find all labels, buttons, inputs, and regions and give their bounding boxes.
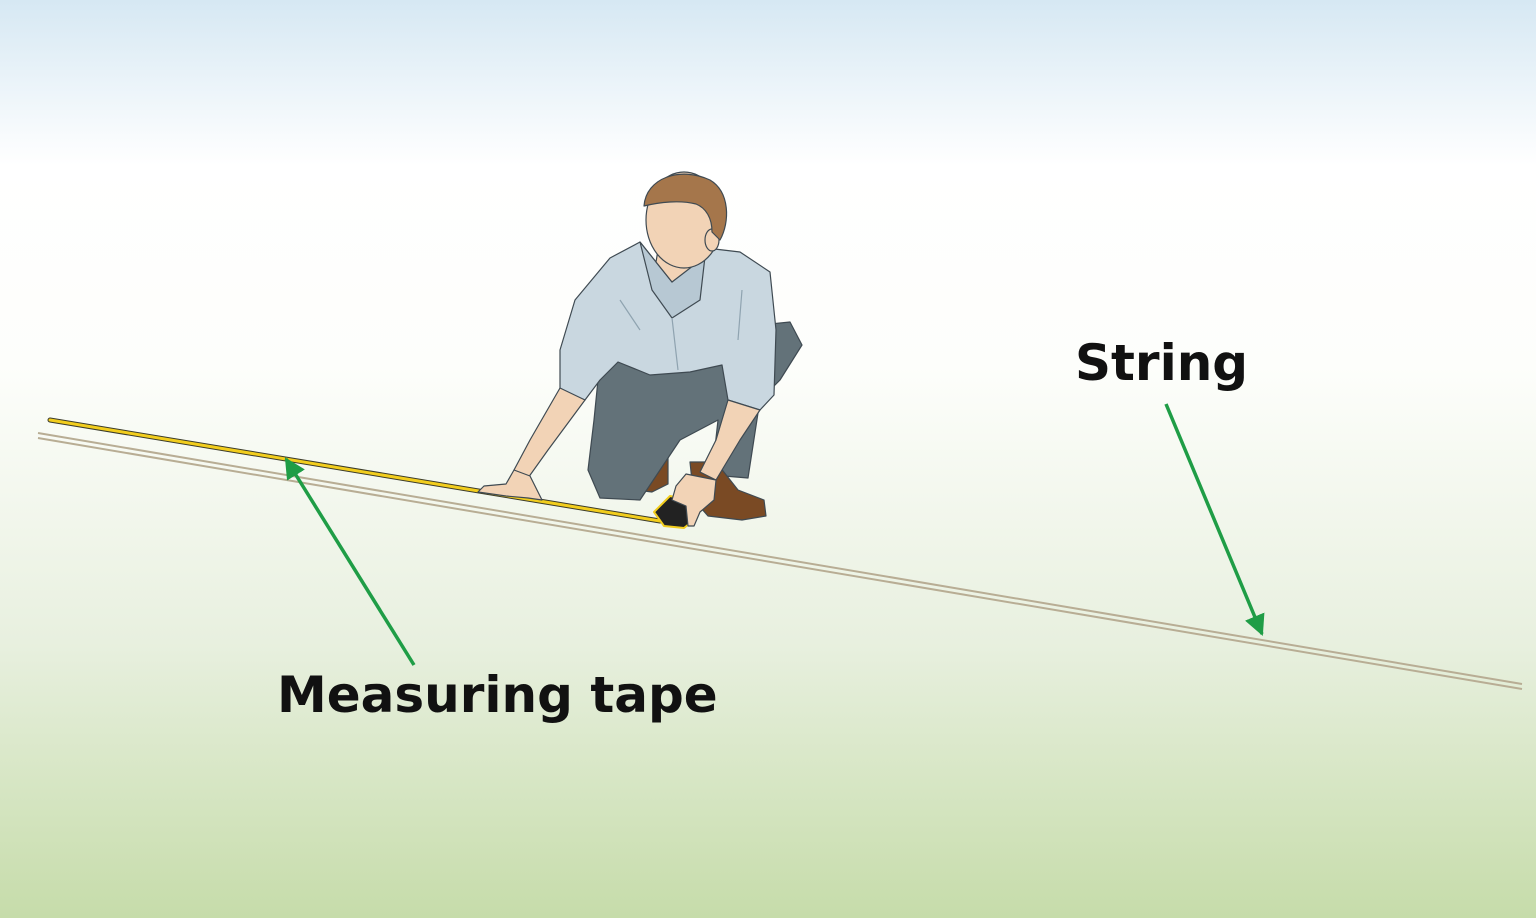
hair — [643, 173, 728, 241]
person-kneeling-figure — [477, 171, 803, 529]
right-hand — [671, 473, 717, 527]
left-hand — [477, 469, 543, 501]
measuring-tape — [47, 417, 663, 524]
measuring-tape-arrow — [284, 457, 416, 666]
string-label: String — [1075, 334, 1249, 392]
string-arrow — [1164, 403, 1265, 636]
measuring-tape-label: Measuring tape — [277, 666, 718, 724]
